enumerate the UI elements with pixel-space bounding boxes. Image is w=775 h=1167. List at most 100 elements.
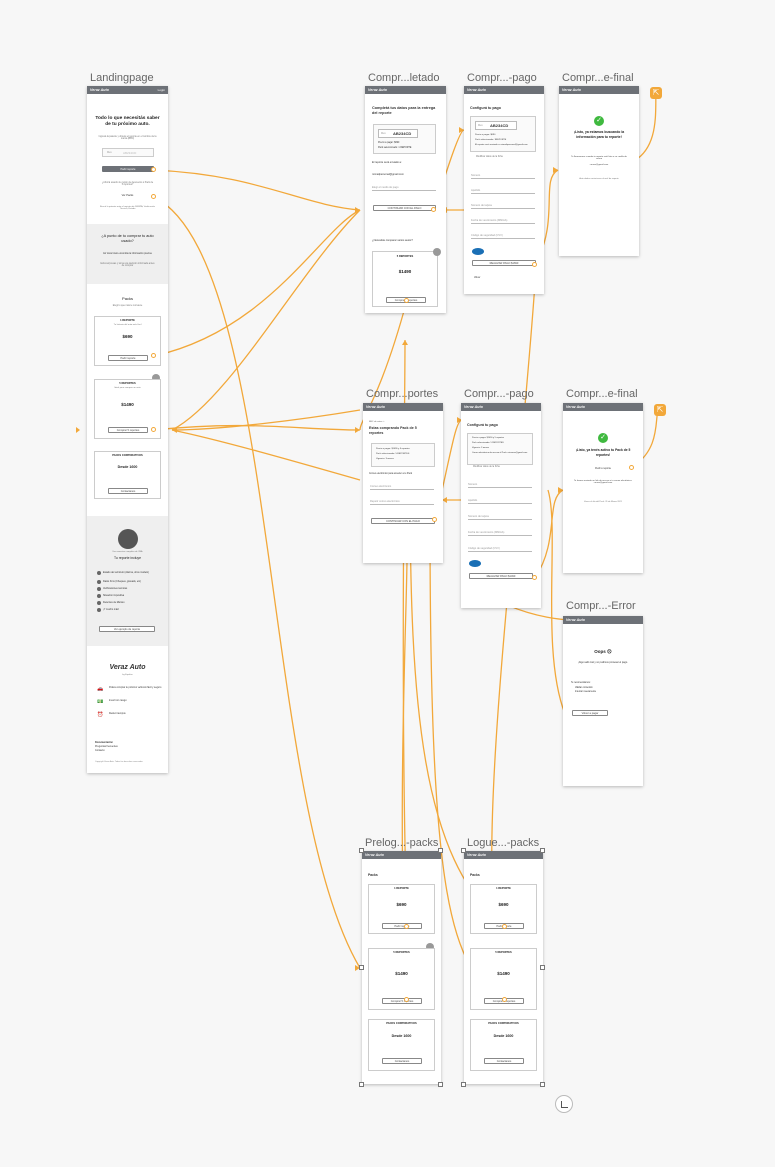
hotspot — [431, 207, 436, 212]
frame-title-final2: Compr...e-final — [566, 388, 638, 400]
loguel-frame: Veraz Auto Packs 1 REPORTE $690 Pedir re… — [464, 851, 543, 1084]
pack-line: Pack seleccionado: 1REPORTE — [475, 139, 507, 141]
selection-handle[interactable] — [540, 1082, 545, 1087]
pack1-button[interactable]: Pedir reporte — [108, 355, 148, 361]
packc-button[interactable]: Contactanos — [108, 488, 148, 494]
final1-heading: ¡Listo, ya estamos buscando la informaci… — [573, 130, 625, 139]
name-input[interactable]: Número — [471, 172, 535, 179]
payment-method-select[interactable]: Elegí el medio de pago — [372, 184, 436, 191]
final2-text2: Vence el día del Pack: 31 de Marzo 2021 — [584, 501, 622, 503]
final1-frame: Veraz Auto ✓ ¡Listo, ya estamos buscando… — [559, 86, 639, 256]
selection-handle[interactable] — [438, 848, 443, 853]
report-example-button[interactable]: Ver ejemplo de reporte — [99, 626, 155, 632]
selection-handle[interactable] — [438, 1082, 443, 1087]
report-icon — [118, 529, 138, 549]
expiry-input[interactable]: Fecha de vencimiento (MM/AA) — [471, 217, 535, 224]
hotspot — [151, 353, 156, 358]
selection-handle[interactable] — [540, 848, 545, 853]
plate-input[interactable]: Mex AB234CD — [102, 148, 154, 157]
repeat-email-input[interactable]: Repetir correo electrónico — [370, 498, 434, 505]
frame-title-final1: Compr...e-final — [562, 72, 634, 84]
final1-header: Veraz Auto — [559, 86, 639, 94]
footer-link[interactable]: Documentación — [95, 741, 113, 744]
plate-value: AB234CD — [490, 123, 509, 128]
selection-handle[interactable] — [540, 965, 545, 970]
cvv-input[interactable]: Código de seguridad (CVV) — [468, 545, 532, 552]
expiry-input[interactable]: Fecha de vencimiento (MM/AA) — [468, 529, 532, 536]
loguel-header: Veraz Auto — [464, 851, 543, 859]
footer-link[interactable]: Contacto — [95, 749, 105, 752]
completo-heading: Completá tus datos para la entrega del r… — [372, 106, 436, 115]
summary-box: Mex AB234CD Precio a pagar: $690 Pack se… — [470, 116, 536, 152]
loguel-heading: Packs — [470, 873, 480, 877]
discount-badge — [152, 374, 160, 382]
email-line: Correo electrónico de acceso al Pack: mi… — [472, 452, 528, 454]
selection-handle[interactable] — [461, 1082, 466, 1087]
plate-display: Mex AB234CD — [475, 121, 517, 130]
request-report-link[interactable]: Pedí tu reporte — [595, 467, 611, 470]
check-icon: ✓ — [598, 433, 608, 443]
back-link[interactable]: Volver — [474, 277, 481, 279]
breadcrumb[interactable]: BBC de autos > — [369, 421, 385, 423]
card-number-input[interactable]: Número de tarjeta — [471, 202, 535, 209]
report-title: Tu reporte incluye — [113, 556, 141, 560]
pago-header: Veraz Auto — [464, 86, 544, 94]
continue-payment-button[interactable]: CONTINUAR CON EL PAGO — [373, 205, 436, 211]
modify-data-link[interactable]: Modificar datos de la ficha — [476, 156, 503, 158]
cta-button[interactable]: Pedir reporte — [102, 166, 154, 172]
completo-frame: Veraz Auto Completá tus datos para la en… — [365, 86, 446, 313]
hotspot — [404, 924, 409, 929]
upsell-price: $1490 — [398, 269, 412, 274]
lastname-input[interactable]: Apellido — [471, 187, 535, 194]
retry-payment-button[interactable]: Volver a pagar — [572, 710, 608, 716]
selection-handle[interactable] — [359, 1082, 364, 1087]
email-input[interactable]: Correo electrónico — [370, 483, 434, 490]
login-link[interactable]: Login — [157, 88, 165, 92]
report-item: Estado del vehículo (Alarma, otros model… — [97, 571, 162, 580]
ver-packs-link[interactable]: Ver Packs — [121, 194, 134, 197]
name-input[interactable]: Número — [468, 481, 532, 488]
pay-button[interactable]: REALIZAR PAGO $1490 — [469, 573, 533, 579]
pack5-price: $1490 — [395, 971, 408, 976]
packc-button[interactable]: Contactanos — [484, 1058, 524, 1064]
pago-heading: Configurá tu pago — [470, 106, 501, 110]
selection-handle[interactable] — [461, 848, 466, 853]
report-item: ¡Y mucho más! — [97, 608, 162, 615]
selection-handle[interactable] — [359, 965, 364, 970]
bullet-icon — [97, 608, 101, 612]
share-icon[interactable]: ⇱ — [654, 404, 666, 416]
pack1-name: 1 REPORTE — [120, 319, 135, 322]
summary-box: Precio a pagar: $1490 y 5 reportes Pack … — [467, 433, 533, 465]
pack5-button[interactable]: Comprar 5 reportes — [382, 998, 422, 1004]
card-number-input[interactable]: Número de tarjeta — [468, 513, 532, 520]
packc-button[interactable]: Contactanos — [382, 1058, 422, 1064]
modify-data-link[interactable]: Modificar datos de la ficha — [473, 466, 500, 468]
continue-payment-button[interactable]: CONTINUAR CON EL PAGO — [371, 518, 435, 524]
selection-handle[interactable] — [359, 848, 364, 853]
link-landing-verpacks-to-prelog — [153, 196, 361, 969]
footer-link[interactable]: Preguntas frecuentes — [95, 745, 118, 748]
share-icon[interactable]: ⇱ — [650, 87, 662, 99]
comp-reportes-heading: Estas comprando Pack de 5 reportes — [369, 426, 417, 435]
pay-button[interactable]: REALIZAR PAGO $1690 — [472, 260, 536, 266]
pack1-button[interactable]: Pedir reporte — [382, 923, 422, 929]
frame-title-completo: Compr...letado — [368, 72, 440, 84]
benefits: 🚗Podés comprar tu próximo vehículo fácil… — [97, 686, 163, 725]
brand-logo: Veraz Auto — [368, 88, 388, 92]
hotspot — [404, 298, 409, 303]
recommend-item: Intentar nuevamente — [575, 691, 597, 693]
pack5-button[interactable]: Comprar 5 reportes — [108, 427, 148, 433]
prelog-header: Veraz Auto — [362, 851, 441, 859]
price-line: Precio a pagar: $1490 y 5 reportes — [376, 448, 410, 450]
bullet-icon — [97, 601, 101, 605]
cvv-input[interactable]: Código de seguridad (CVV) — [471, 232, 535, 239]
report-item: Verificaciones técnicas — [97, 587, 162, 594]
pack5-name: 5 REPORTES — [495, 951, 512, 954]
prelog-heading: Packs — [368, 873, 378, 877]
lastname-input[interactable]: Apellido — [468, 497, 532, 504]
resize-corner-icon[interactable] — [555, 1095, 573, 1113]
plate-display: Mex AB234CD — [378, 129, 418, 138]
landing-header: Veraz Auto Login — [87, 86, 168, 94]
hotspot — [502, 924, 507, 929]
